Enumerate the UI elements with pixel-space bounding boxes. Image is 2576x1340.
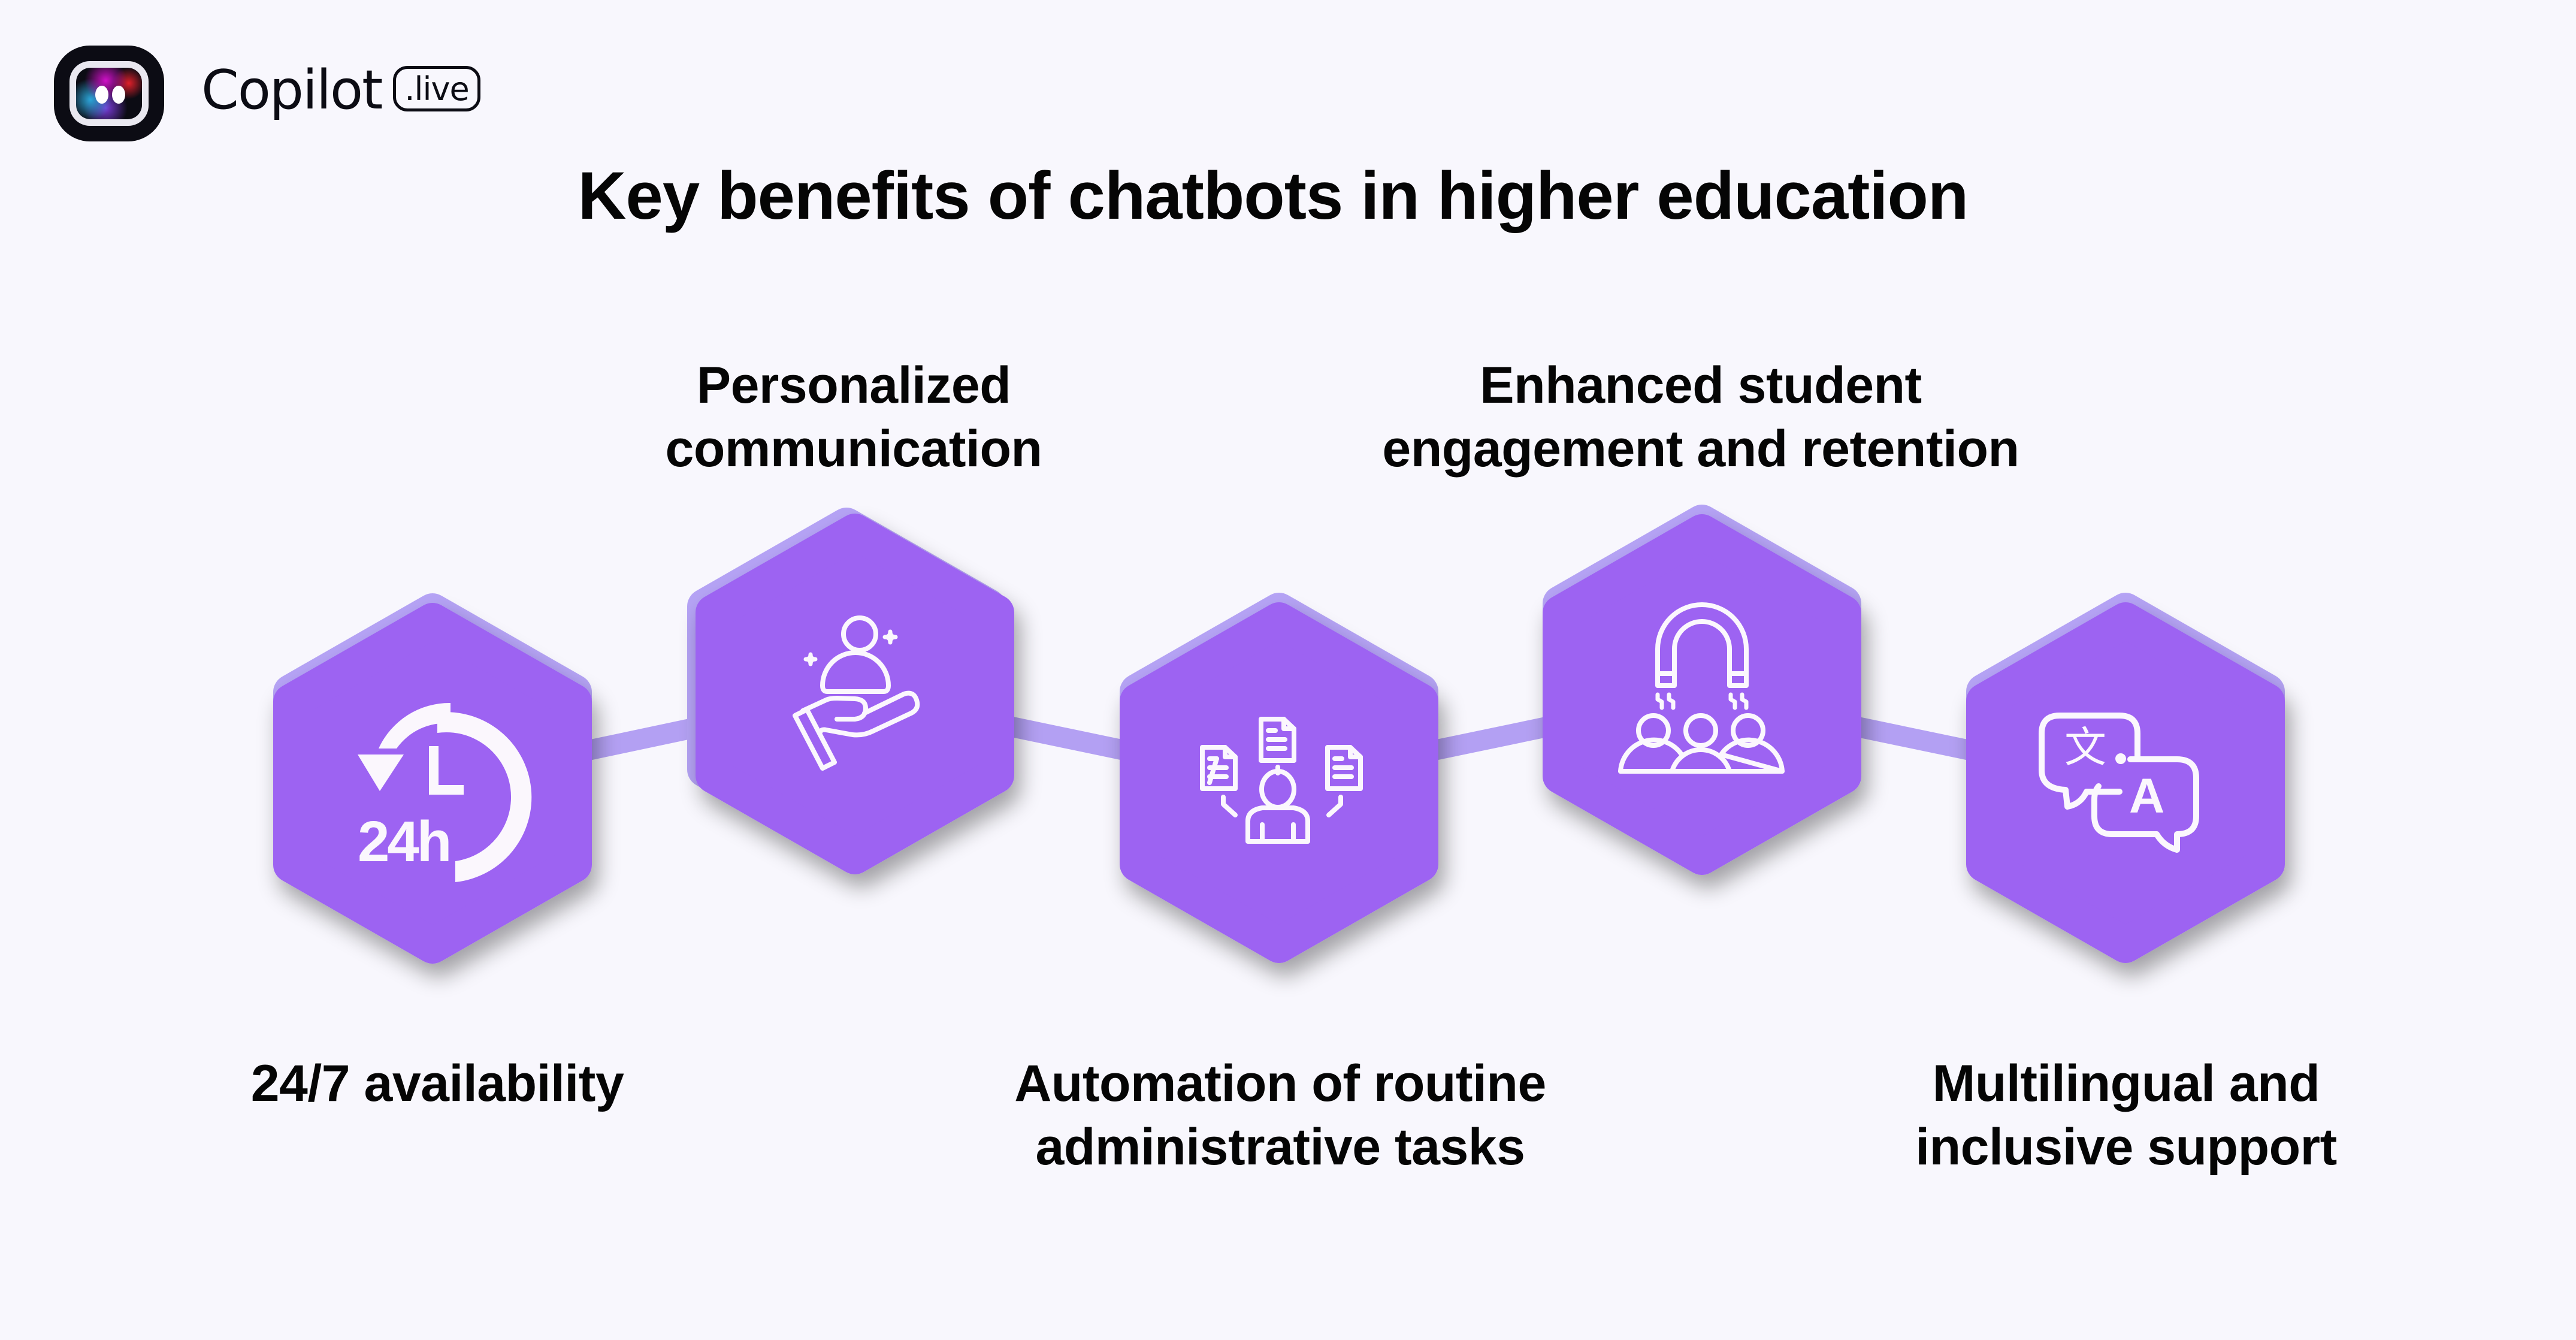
hand-holding-person-icon — [793, 615, 920, 771]
benefit-label-personalized: Personalized communication — [665, 354, 1042, 481]
page-title: Key benefits of chatbots in higher educa… — [578, 158, 1969, 233]
hexagon-5: 文 A — [1984, 611, 2267, 945]
hexagon-4 — [1561, 523, 1843, 857]
benefit-label-automation: Automation of routine administrative tas… — [1014, 1052, 1546, 1179]
translate-speech-bubbles-icon: 文 A — [2039, 713, 2199, 853]
label-line: Multilingual and — [1932, 1055, 2320, 1112]
svg-text:A: A — [2129, 769, 2164, 823]
logo-frame — [69, 61, 149, 126]
label-line: communication — [665, 420, 1042, 478]
benefit-label-engagement: Enhanced student engagement and retentio… — [1382, 354, 2019, 481]
hexagon-1: 24h — [291, 611, 574, 946]
svg-text:24h: 24h — [358, 810, 449, 874]
hexagon-3 — [1138, 611, 1420, 945]
label-line: inclusive support — [1915, 1118, 2337, 1176]
magnet-attracting-people-icon — [1618, 602, 1785, 774]
logo-screen — [76, 68, 142, 119]
label-line: administrative tasks — [1035, 1118, 1525, 1176]
hexagon-2 — [705, 526, 996, 856]
label-line: Automation of routine — [1014, 1055, 1546, 1112]
benefit-label-multilingual: Multilingual and inclusive support — [1915, 1052, 2337, 1179]
clock-24h-icon: 24h — [358, 702, 532, 882]
copilot-logo-icon — [54, 46, 164, 141]
label-line: engagement and retention — [1382, 420, 2019, 478]
label-line: 24/7 availability — [250, 1055, 624, 1112]
benefit-label-availability: 24/7 availability — [251, 1052, 624, 1115]
svg-text:文: 文 — [2064, 723, 2106, 772]
logo-eye-right — [112, 86, 125, 104]
label-line: Enhanced student — [1480, 357, 1922, 414]
brand-name: Copilot — [201, 59, 383, 122]
logo-eye-left — [95, 86, 108, 104]
brand-badge: .live — [393, 66, 480, 111]
label-line: Personalized — [696, 357, 1011, 414]
person-with-documents-icon — [1200, 717, 1363, 844]
